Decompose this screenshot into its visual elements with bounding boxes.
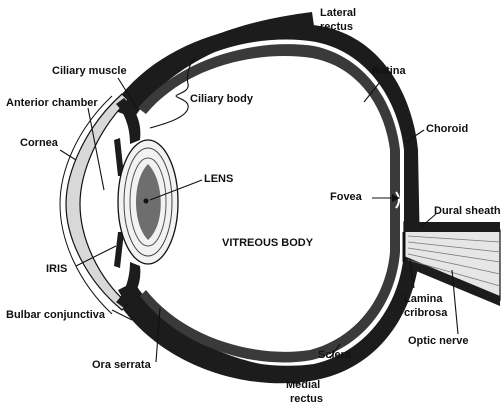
optic-nerve — [404, 222, 500, 300]
label-ciliary-body: Ciliary body — [190, 93, 254, 105]
label-optic-nerve: Optic nerve — [408, 335, 469, 347]
label-medial-rectus-2: rectus — [290, 393, 323, 405]
label-anterior-chamber: Anterior chamber — [6, 97, 98, 109]
label-fovea: Fovea — [330, 191, 363, 203]
label-lamina-cribrosa-1: Lamina — [404, 293, 443, 305]
label-cornea: Cornea — [20, 137, 59, 149]
iris-lower — [114, 232, 124, 268]
label-lateral-rectus-1: Lateral — [320, 7, 356, 19]
label-vitreous-body: VITREOUS BODY — [222, 237, 314, 249]
leader-cornea — [60, 150, 76, 160]
label-dural-sheath: Dural sheath — [434, 205, 501, 217]
label-lateral-rectus-2: rectus — [320, 21, 353, 33]
label-choroid: Choroid — [426, 123, 468, 135]
label-sclera: Sclera — [318, 349, 352, 361]
label-lens: LENS — [204, 173, 233, 185]
label-bulbar-conjunctiva: Bulbar conjunctiva — [6, 309, 106, 321]
label-iris: IRIS — [46, 263, 67, 275]
label-ciliary-muscle: Ciliary muscle — [52, 65, 127, 77]
label-retina: Retina — [372, 65, 407, 77]
label-medial-rectus-1: Medial — [286, 379, 320, 391]
label-lamina-cribrosa-2: cribrosa — [404, 307, 448, 319]
label-ora-serrata: Ora serrata — [92, 359, 152, 371]
lens-center-dot — [144, 199, 149, 204]
